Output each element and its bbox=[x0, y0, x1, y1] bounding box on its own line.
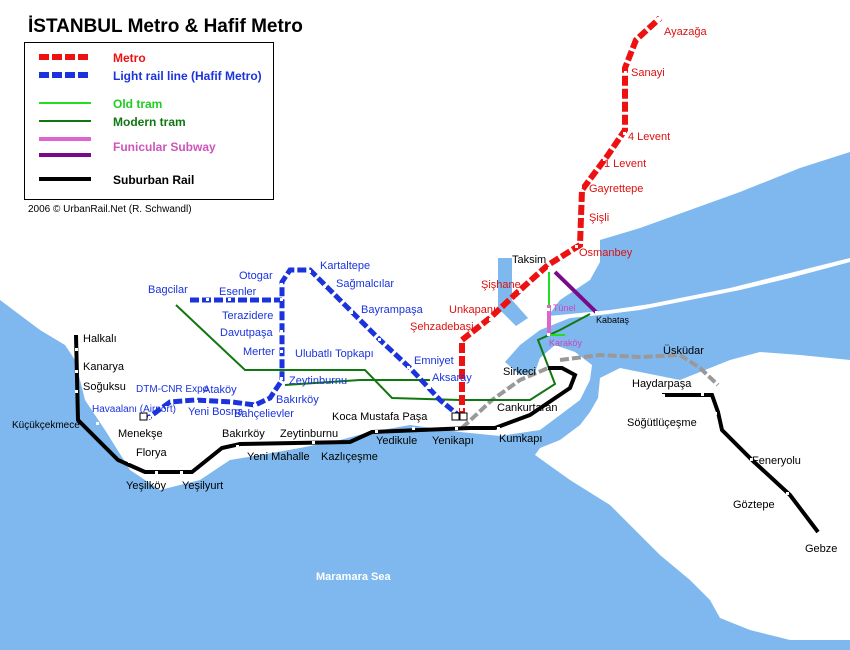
station-dots bbox=[75, 17, 789, 495]
station-cankurtaran: Cankurtaran bbox=[497, 402, 558, 414]
station-gebze: Gebze bbox=[805, 543, 837, 555]
station-havaalani: Havaalanı (Airport) bbox=[92, 404, 176, 415]
station-aksaray: Aksaray bbox=[432, 372, 472, 384]
station-halkali: Halkalı bbox=[83, 333, 117, 345]
station-unkapani: Unkapanı bbox=[449, 304, 496, 316]
legend-funicular-label: Funicular Subway bbox=[113, 140, 216, 154]
station-merter: Merter bbox=[243, 346, 275, 358]
station-menekse: Menekşe bbox=[118, 428, 163, 440]
legend-metro-swatch bbox=[39, 54, 91, 60]
terminal-markers bbox=[139, 412, 468, 421]
station-davutpasa: Davutpaşa bbox=[220, 327, 273, 339]
metro-line bbox=[459, 15, 663, 418]
station-sirkeci: Sirkeci bbox=[503, 366, 536, 378]
station-feneryolu: Feneryolu bbox=[752, 455, 801, 467]
modern-tram-route-1 bbox=[175, 304, 591, 401]
golden-horn bbox=[498, 258, 528, 326]
credit-text: 2006 © UrbanRail.Net (R. Schwandl) bbox=[28, 204, 192, 215]
station-karakoy: Karaköy bbox=[549, 338, 583, 348]
station-terazidere: Terazidere bbox=[222, 310, 273, 322]
legend-funicular-swatch bbox=[39, 137, 91, 141]
station-kumkapi: Kumkapı bbox=[499, 433, 542, 445]
station-koca-mustafa-pasa: Koca Mustafa Paşa bbox=[332, 411, 428, 423]
station-bakirkoy-sub: Bakırköy bbox=[222, 428, 265, 440]
station-haydarpasa: Haydarpaşa bbox=[632, 378, 692, 390]
station-ulubatli-topkapi: Ulubatlı Topkapı bbox=[295, 348, 374, 360]
station-sanayi: Sanayi bbox=[631, 67, 665, 79]
suburban-asian bbox=[662, 393, 820, 534]
station-zeytinburnu-sub: Zeytinburnu bbox=[280, 428, 338, 440]
legend-suburban-swatch bbox=[39, 177, 91, 181]
station-sehzadebasi: Şehzadebaşi bbox=[410, 321, 474, 333]
station-kartaltepe: Kartaltepe bbox=[320, 260, 370, 272]
legend-box: Metro Light rail line (Hafif Metro) Old … bbox=[24, 42, 274, 200]
legend-metro-label: Metro bbox=[113, 51, 146, 65]
metro-labels: Ayazağa Sanayi 4 Levent 1 Levent Gayrett… bbox=[410, 26, 707, 333]
station-yeni-mahalle: Yeni Mahalle bbox=[247, 451, 310, 463]
suburban-gray-asian bbox=[559, 352, 720, 387]
legend-old-tram-label: Old tram bbox=[113, 97, 163, 111]
station-bayrampasa: Bayrampaşa bbox=[361, 304, 424, 316]
legend-modern-tram-label: Modern tram bbox=[113, 115, 186, 129]
station-zeytinburnu-lr: Zeytinburnu bbox=[289, 375, 347, 387]
station-emniyet: Emniyet bbox=[414, 355, 454, 367]
legend-modern-tram-swatch bbox=[39, 120, 91, 122]
water-bodies bbox=[0, 152, 850, 650]
station-4-levent: 4 Levent bbox=[628, 131, 670, 143]
modern-tram-lines bbox=[175, 304, 591, 401]
station-1-levent: 1 Levent bbox=[604, 158, 646, 170]
suburban-european bbox=[74, 334, 578, 474]
legend-subway-swatch bbox=[39, 153, 91, 157]
metro-route bbox=[459, 15, 663, 418]
map-title: İSTANBUL Metro & Hafif Metro bbox=[28, 16, 303, 37]
station-gayrettepe: Gayrettepe bbox=[589, 183, 643, 195]
suburban-labels: Halkalı Kanarya Soğuksu Küçükçekmece Men… bbox=[12, 333, 837, 555]
station-ayazaga: Ayazağa bbox=[664, 26, 707, 38]
station-sishane: Şişhane bbox=[481, 279, 521, 291]
station-sisli: Şişli bbox=[589, 212, 609, 224]
suburban-black-lines bbox=[74, 334, 820, 534]
suburban-gray-lines bbox=[460, 352, 720, 430]
funicular-kabatas bbox=[553, 270, 599, 315]
legend-old-tram-swatch bbox=[39, 102, 91, 104]
legend-suburban-label: Suburban Rail bbox=[113, 173, 195, 187]
station-kucukcekmece: Küçükçekmece bbox=[12, 420, 80, 431]
sea-label: Maramara Sea bbox=[316, 571, 391, 583]
station-uskudar: Üsküdar bbox=[663, 345, 704, 357]
station-yedikule: Yedikule bbox=[376, 435, 417, 447]
legend-light-rail-label: Light rail line (Hafif Metro) bbox=[113, 69, 262, 83]
legend-light-rail-swatch bbox=[39, 72, 91, 78]
station-taksim: Taksim bbox=[512, 254, 546, 266]
station-florya: Florya bbox=[136, 447, 167, 459]
bosphorus-north bbox=[548, 152, 850, 316]
station-goztepe: Göztepe bbox=[733, 499, 775, 511]
station-bahcelievler: Bahçelievler bbox=[234, 408, 294, 420]
modern-tram-route-2 bbox=[284, 379, 430, 386]
station-dtm-cnr-expo: DTM-CNR Expo bbox=[136, 384, 209, 395]
station-yesilkoy: Yeşilköy bbox=[126, 480, 166, 492]
marmara-sea bbox=[0, 262, 850, 650]
station-otogar: Otogar bbox=[239, 270, 273, 282]
station-sagmalcilar: Sağmalcılar bbox=[336, 278, 394, 290]
suburban-gray-european bbox=[460, 366, 549, 430]
light-rail-main bbox=[146, 267, 464, 421]
light-rail-labels: Bagcilar Esenler Otogar Kartaltepe Sağma… bbox=[92, 260, 472, 420]
station-yenikapi: Yenikapı bbox=[432, 435, 474, 447]
station-atakoy: Ataköy bbox=[203, 384, 237, 396]
light-rail-lines bbox=[146, 267, 464, 421]
station-kanarya: Kanarya bbox=[83, 361, 125, 373]
station-kabatas: Kabataş bbox=[596, 315, 630, 325]
station-tunel: Tünel bbox=[553, 303, 576, 313]
station-esenler: Esenler bbox=[219, 286, 257, 298]
funicular-labels: Tünel Karaköy Kabataş bbox=[549, 303, 630, 348]
station-yesilyurt: Yeşilyurt bbox=[182, 480, 223, 492]
station-osmanbey: Osmanbey bbox=[579, 247, 633, 259]
station-bagcilar: Bagcilar bbox=[148, 284, 188, 296]
station-yeni-bosna: Yeni Bosna bbox=[188, 406, 244, 418]
station-sogutlucesme: Söğütlüçeşme bbox=[627, 417, 697, 429]
station-kazlicesme: Kazlıçeşme bbox=[321, 451, 378, 463]
station-bakirkoy-lr: Bakırköy bbox=[276, 394, 319, 406]
station-soguksu: Soğuksu bbox=[83, 381, 126, 393]
